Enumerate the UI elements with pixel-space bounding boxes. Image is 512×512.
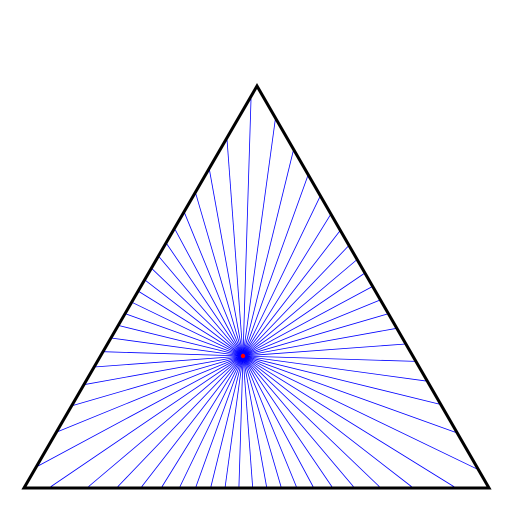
ray-line: [242, 355, 315, 489]
ray-line: [242, 355, 428, 382]
ray-line: [83, 355, 244, 386]
ray-line: [242, 245, 350, 357]
ray-line: [71, 355, 244, 407]
ray-line: [224, 355, 244, 489]
ray-line: [242, 355, 282, 489]
ray-line: [116, 355, 244, 489]
ray-line: [242, 213, 332, 357]
ray-line: [102, 351, 244, 357]
ray-line: [242, 286, 373, 357]
ray-line: [158, 255, 244, 357]
ray-line: [226, 137, 244, 357]
ray-line: [242, 272, 366, 357]
ray-line: [242, 355, 355, 489]
ray-line: [242, 230, 341, 357]
ray-line: [183, 211, 244, 357]
ray-line: [242, 313, 389, 357]
ray-line: [144, 279, 244, 357]
ray-line: [86, 355, 244, 489]
ray-line: [242, 355, 457, 489]
ray-group: [36, 96, 479, 489]
ray-line: [160, 355, 244, 489]
ray-line: [174, 228, 244, 357]
ray-line: [242, 355, 382, 489]
ray-line: [242, 299, 381, 357]
ray-line: [124, 313, 244, 357]
ray-line: [56, 355, 244, 433]
ray-line: [242, 343, 406, 357]
ray-line: [208, 168, 244, 357]
ray-line: [242, 355, 441, 405]
ray-line: [242, 96, 252, 357]
ray-line: [195, 355, 244, 489]
ray-line: [118, 325, 244, 357]
ray-line: [140, 355, 244, 489]
ray-line: [242, 355, 458, 434]
ray-line: [131, 301, 244, 357]
ray-line: [242, 117, 276, 357]
ray-line: [110, 337, 244, 357]
ray-line: [165, 242, 244, 357]
ray-line: [242, 195, 321, 357]
ray-line: [242, 355, 334, 489]
ray-line: [242, 327, 397, 357]
ray-line: [242, 259, 358, 357]
ray-line: [242, 355, 298, 489]
ray-line: [178, 355, 244, 489]
ray-line: [242, 355, 416, 362]
ray-line: [48, 355, 244, 489]
ray-line: [210, 355, 244, 489]
ray-line: [238, 355, 244, 489]
ray-line: [36, 355, 244, 468]
ray-line: [137, 290, 244, 357]
ray-line: [195, 192, 244, 357]
ray-line: [151, 267, 244, 357]
ray-line: [242, 355, 414, 489]
ray-line: [242, 149, 294, 357]
ray-line: [242, 355, 268, 489]
ray-line: [94, 355, 244, 368]
ray-line: [242, 355, 479, 471]
ray-line: [242, 174, 309, 357]
center-point: [240, 353, 246, 359]
triangle-outline: [21, 83, 492, 490]
ray-line: [242, 355, 254, 489]
